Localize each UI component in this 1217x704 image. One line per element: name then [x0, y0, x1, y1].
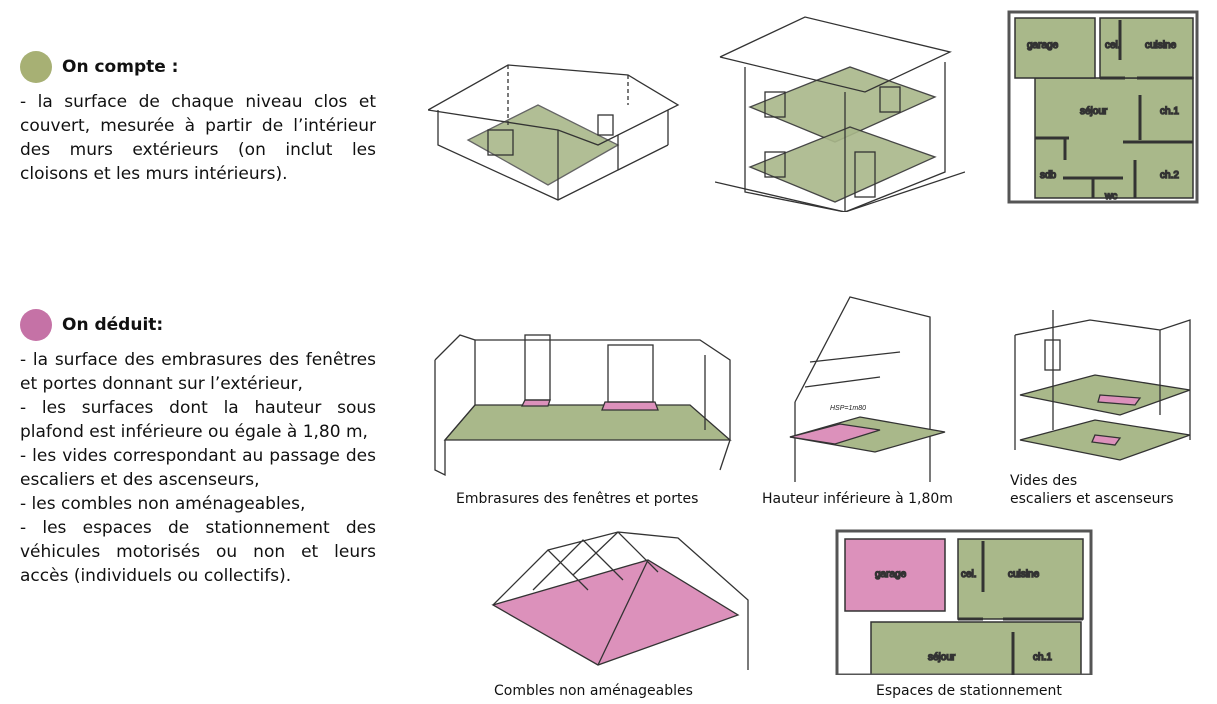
hsp-label: HSP=1m80 — [830, 405, 866, 412]
list-item: - les espaces de stationnement des véhic… — [20, 518, 376, 586]
room-label: sdb — [1040, 170, 1057, 181]
on-deduit-title: On déduit: — [62, 315, 164, 335]
room-label: garage — [875, 569, 907, 580]
caption-combles: Combles non aménageables — [494, 683, 693, 699]
caption-stationnement: Espaces de stationnement — [876, 683, 1062, 699]
caption-vides-line2: escaliers et ascenseurs — [1010, 491, 1174, 507]
list-item: - les combles non aménageables, — [20, 494, 306, 514]
caption-hauteur: Hauteur inférieure à 1,80m — [762, 491, 953, 507]
combles-illustration — [491, 531, 749, 670]
room-label: ch.1 — [1160, 106, 1179, 117]
room-label: cel. — [961, 569, 977, 580]
list-item: - les vides correspondant au passage des… — [20, 446, 376, 490]
room-label: wc — [1104, 191, 1117, 202]
room-label: cuisine — [1145, 40, 1177, 51]
room-label: ch.1 — [1033, 652, 1052, 663]
list-item: - la surface des embrasures des fenêtres… — [20, 350, 376, 394]
room-label: cel. — [1105, 40, 1121, 51]
hauteur-illustration: HSP=1m80 — [789, 296, 946, 482]
on-compte-section: On compte : - la surface de chaque nivea… — [20, 50, 376, 186]
floor-plan-illustration: garage cel. cuisine séjour ch.1 sdb ch.2… — [1007, 10, 1199, 204]
on-compte-title: On compte : — [62, 57, 179, 77]
on-deduit-section: On déduit: - la surface des embrasures d… — [20, 308, 376, 588]
caption-vides: Vides des escaliers et ascenseurs — [1010, 472, 1174, 508]
room-label: ch.2 — [1160, 170, 1179, 181]
list-item: - les surfaces dont la hauteur sous plaf… — [20, 398, 376, 442]
caption-vides-line1: Vides des — [1010, 473, 1078, 489]
room-label: séjour — [928, 652, 956, 663]
pink-bullet-icon — [20, 309, 52, 341]
room-label: cuisine — [1008, 569, 1040, 580]
house-single-storey-illustration — [428, 64, 680, 201]
room-label: garage — [1027, 40, 1059, 51]
stationnement-plan-illustration: garage cel. cuisine séjour ch.1 — [835, 529, 1093, 675]
list-item: - la surface de chaque niveau clos et co… — [20, 92, 376, 184]
caption-embrasures: Embrasures des fenêtres et portes — [456, 491, 699, 507]
room-label: séjour — [1080, 106, 1108, 117]
house-two-storey-illustration — [715, 16, 965, 212]
vides-illustration — [1014, 310, 1191, 461]
green-bullet-icon — [20, 51, 52, 83]
embrasures-illustration — [434, 334, 732, 477]
